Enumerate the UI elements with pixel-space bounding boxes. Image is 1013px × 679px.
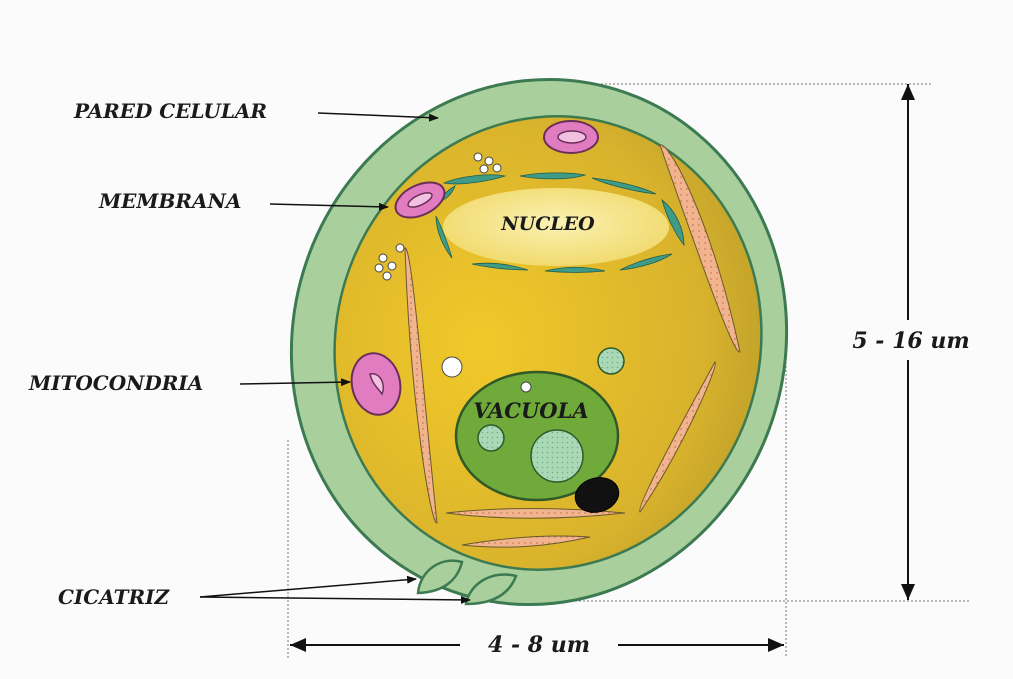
vesicle bbox=[375, 264, 383, 272]
height-arrowhead-top bbox=[901, 84, 915, 100]
height-dimension: 5 - 16 um bbox=[836, 84, 986, 600]
width-dimension: 4 - 8 um bbox=[290, 632, 784, 658]
scar-pointer-2 bbox=[200, 597, 470, 600]
mitochondria-label: MITOCONDRIA bbox=[28, 371, 203, 395]
width-arrowhead-right bbox=[768, 638, 784, 652]
scar-label: CICATRIZ bbox=[58, 585, 170, 609]
mitochondrion-crista bbox=[558, 131, 586, 143]
vesicle bbox=[493, 164, 501, 172]
width-arrowhead-left bbox=[290, 638, 306, 652]
membrane-label: MEMBRANA bbox=[98, 189, 241, 213]
vesicle bbox=[480, 165, 488, 173]
height-arrowhead-bottom bbox=[901, 584, 915, 600]
cell-wall-label: PARED CELULAR bbox=[73, 99, 267, 123]
vesicle bbox=[485, 157, 493, 165]
width-label: 4 - 8 um bbox=[488, 632, 590, 658]
granule-green bbox=[598, 348, 624, 374]
scar-pointer-1 bbox=[200, 579, 416, 597]
height-label: 5 - 16 um bbox=[852, 328, 969, 354]
vesicle bbox=[474, 153, 482, 161]
vesicle bbox=[379, 254, 387, 262]
vesicle bbox=[396, 244, 404, 252]
vacuole-granule bbox=[531, 430, 583, 482]
vacuole-granule bbox=[478, 425, 504, 451]
nucleus-label: NUCLEO bbox=[500, 213, 595, 235]
vacuole-label: VACUOLA bbox=[473, 398, 588, 423]
vesicle bbox=[388, 262, 396, 270]
vesicle bbox=[383, 272, 391, 280]
vesicle-large bbox=[442, 357, 462, 377]
vacuole-vesicle bbox=[521, 382, 531, 392]
